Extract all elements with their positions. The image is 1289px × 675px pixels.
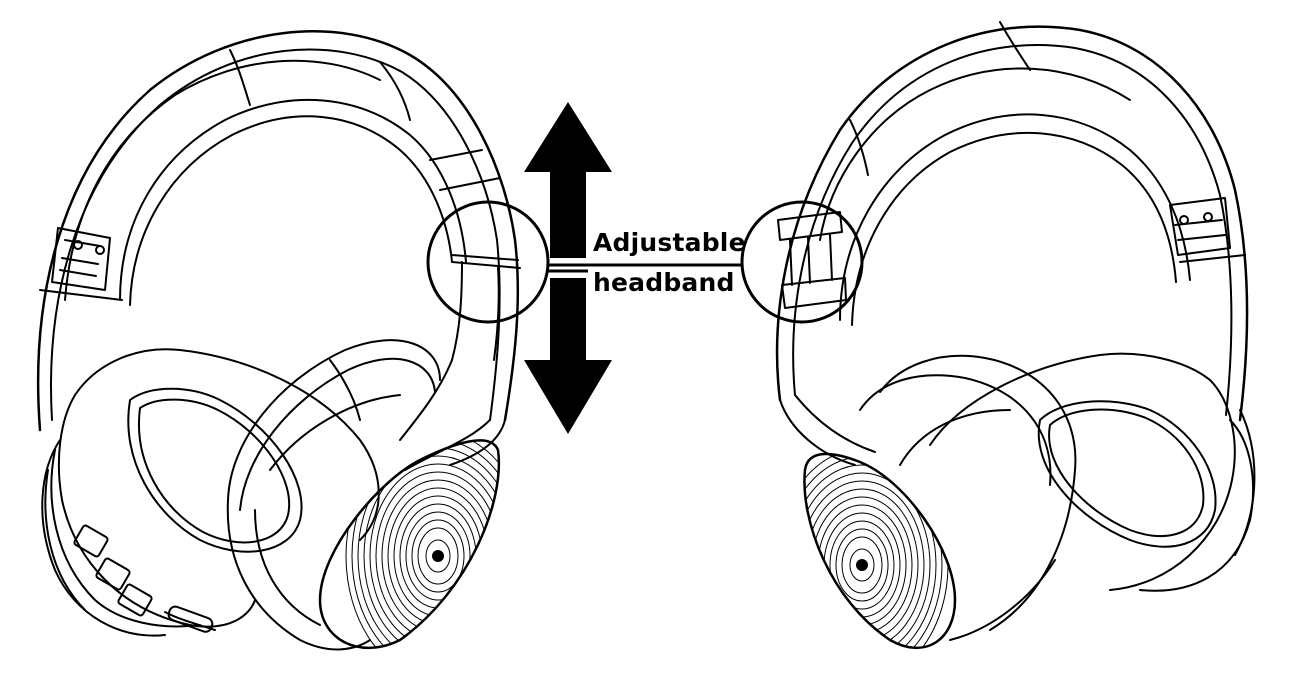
callout-circle-left (426, 200, 550, 324)
double-arrow-vertical-icon (524, 102, 612, 434)
callout-label-line-1: Adjustable (593, 228, 746, 257)
headphones-left-view (36, 30, 521, 651)
headphones-right-view (775, 21, 1256, 650)
callout-connector (548, 263, 742, 273)
callout-label-line-2: headband (593, 268, 735, 297)
callout-circle-right (740, 200, 864, 324)
